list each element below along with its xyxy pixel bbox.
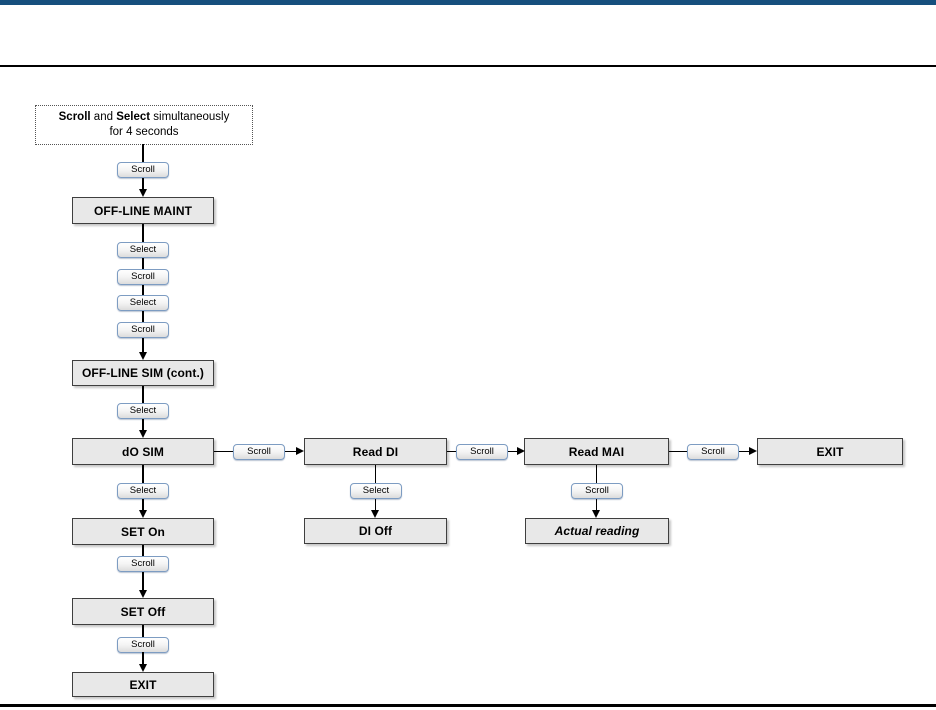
flow-line <box>142 338 144 353</box>
node-exit-top: EXIT <box>757 438 903 465</box>
footer-rule <box>0 704 936 707</box>
key-button-scroll: Scroll <box>117 637 169 653</box>
flow-line <box>447 450 456 453</box>
arrow-down-icon <box>138 590 147 598</box>
flow-line <box>142 572 144 591</box>
arrow-right-icon <box>517 447 525 455</box>
key-button-scroll: Scroll <box>117 269 169 285</box>
arrow-down-icon <box>138 189 147 197</box>
node-off-line-sim-cont: OFF-LINE SIM (cont.) <box>72 360 214 386</box>
arrow-down-icon <box>138 430 147 438</box>
page-accent-bar <box>0 0 936 5</box>
trigger-and-word: and <box>90 111 117 123</box>
flow-line <box>739 450 750 453</box>
node-set-on: SET On <box>72 518 214 545</box>
key-button-select: Select <box>350 483 402 499</box>
arrow-down-icon <box>138 664 147 672</box>
node-do-sim: dO SIM <box>72 438 214 465</box>
key-button-select: Select <box>117 483 169 499</box>
key-button-scroll: Scroll <box>456 444 508 460</box>
trigger-line1: Scroll and Select simultaneously <box>59 110 230 125</box>
node-set-off: SET Off <box>72 598 214 625</box>
trigger-tail-text: simultaneously <box>150 111 230 123</box>
key-button-scroll: Scroll <box>687 444 739 460</box>
flow-line <box>595 499 598 511</box>
trigger-scroll-word: Scroll <box>58 111 91 123</box>
key-button-select: Select <box>117 242 169 258</box>
flow-line <box>142 178 144 191</box>
flow-line <box>669 450 687 453</box>
flow-line <box>508 450 518 453</box>
flow-line <box>142 652 144 665</box>
flow-line <box>142 224 144 242</box>
flow-line <box>374 465 377 483</box>
node-read-mai: Read MAI <box>524 438 669 465</box>
flow-line <box>142 419 144 431</box>
flow-line <box>214 450 233 453</box>
flow-line <box>142 285 144 295</box>
header-rule <box>0 65 936 67</box>
node-exit-bottom: EXIT <box>72 672 214 697</box>
key-button-scroll: Scroll <box>233 444 285 460</box>
key-button-scroll: Scroll <box>117 556 169 572</box>
flow-line <box>142 499 144 511</box>
flow-line <box>142 465 144 483</box>
flow-line <box>142 144 144 162</box>
flow-line <box>595 465 598 483</box>
flow-line <box>142 625 144 637</box>
flow-line <box>142 386 144 403</box>
arrow-down-icon <box>592 510 600 518</box>
flow-line <box>374 499 377 511</box>
trigger-select-word: Select <box>116 111 151 123</box>
node-actual-reading: Actual reading <box>525 518 669 544</box>
arrow-down-icon <box>138 510 147 518</box>
arrow-right-icon <box>296 447 304 455</box>
flow-line <box>142 545 144 556</box>
node-di-off: DI Off <box>304 518 447 544</box>
flow-line <box>285 450 297 453</box>
trigger-line2: for 4 seconds <box>109 126 179 138</box>
key-button-scroll: Scroll <box>117 162 169 178</box>
key-button-select: Select <box>117 295 169 311</box>
node-read-di: Read DI <box>304 438 447 465</box>
key-button-select: Select <box>117 403 169 419</box>
arrow-down-icon <box>371 510 379 518</box>
flow-line <box>142 258 144 269</box>
key-button-scroll: Scroll <box>571 483 623 499</box>
trigger-note-box: Scroll and Select simultaneously for 4 s… <box>35 105 253 145</box>
arrow-right-icon <box>749 447 757 455</box>
key-button-scroll: Scroll <box>117 322 169 338</box>
arrow-down-icon <box>138 352 147 360</box>
node-off-line-maint: OFF-LINE MAINT <box>72 197 214 224</box>
flow-line <box>142 311 144 322</box>
